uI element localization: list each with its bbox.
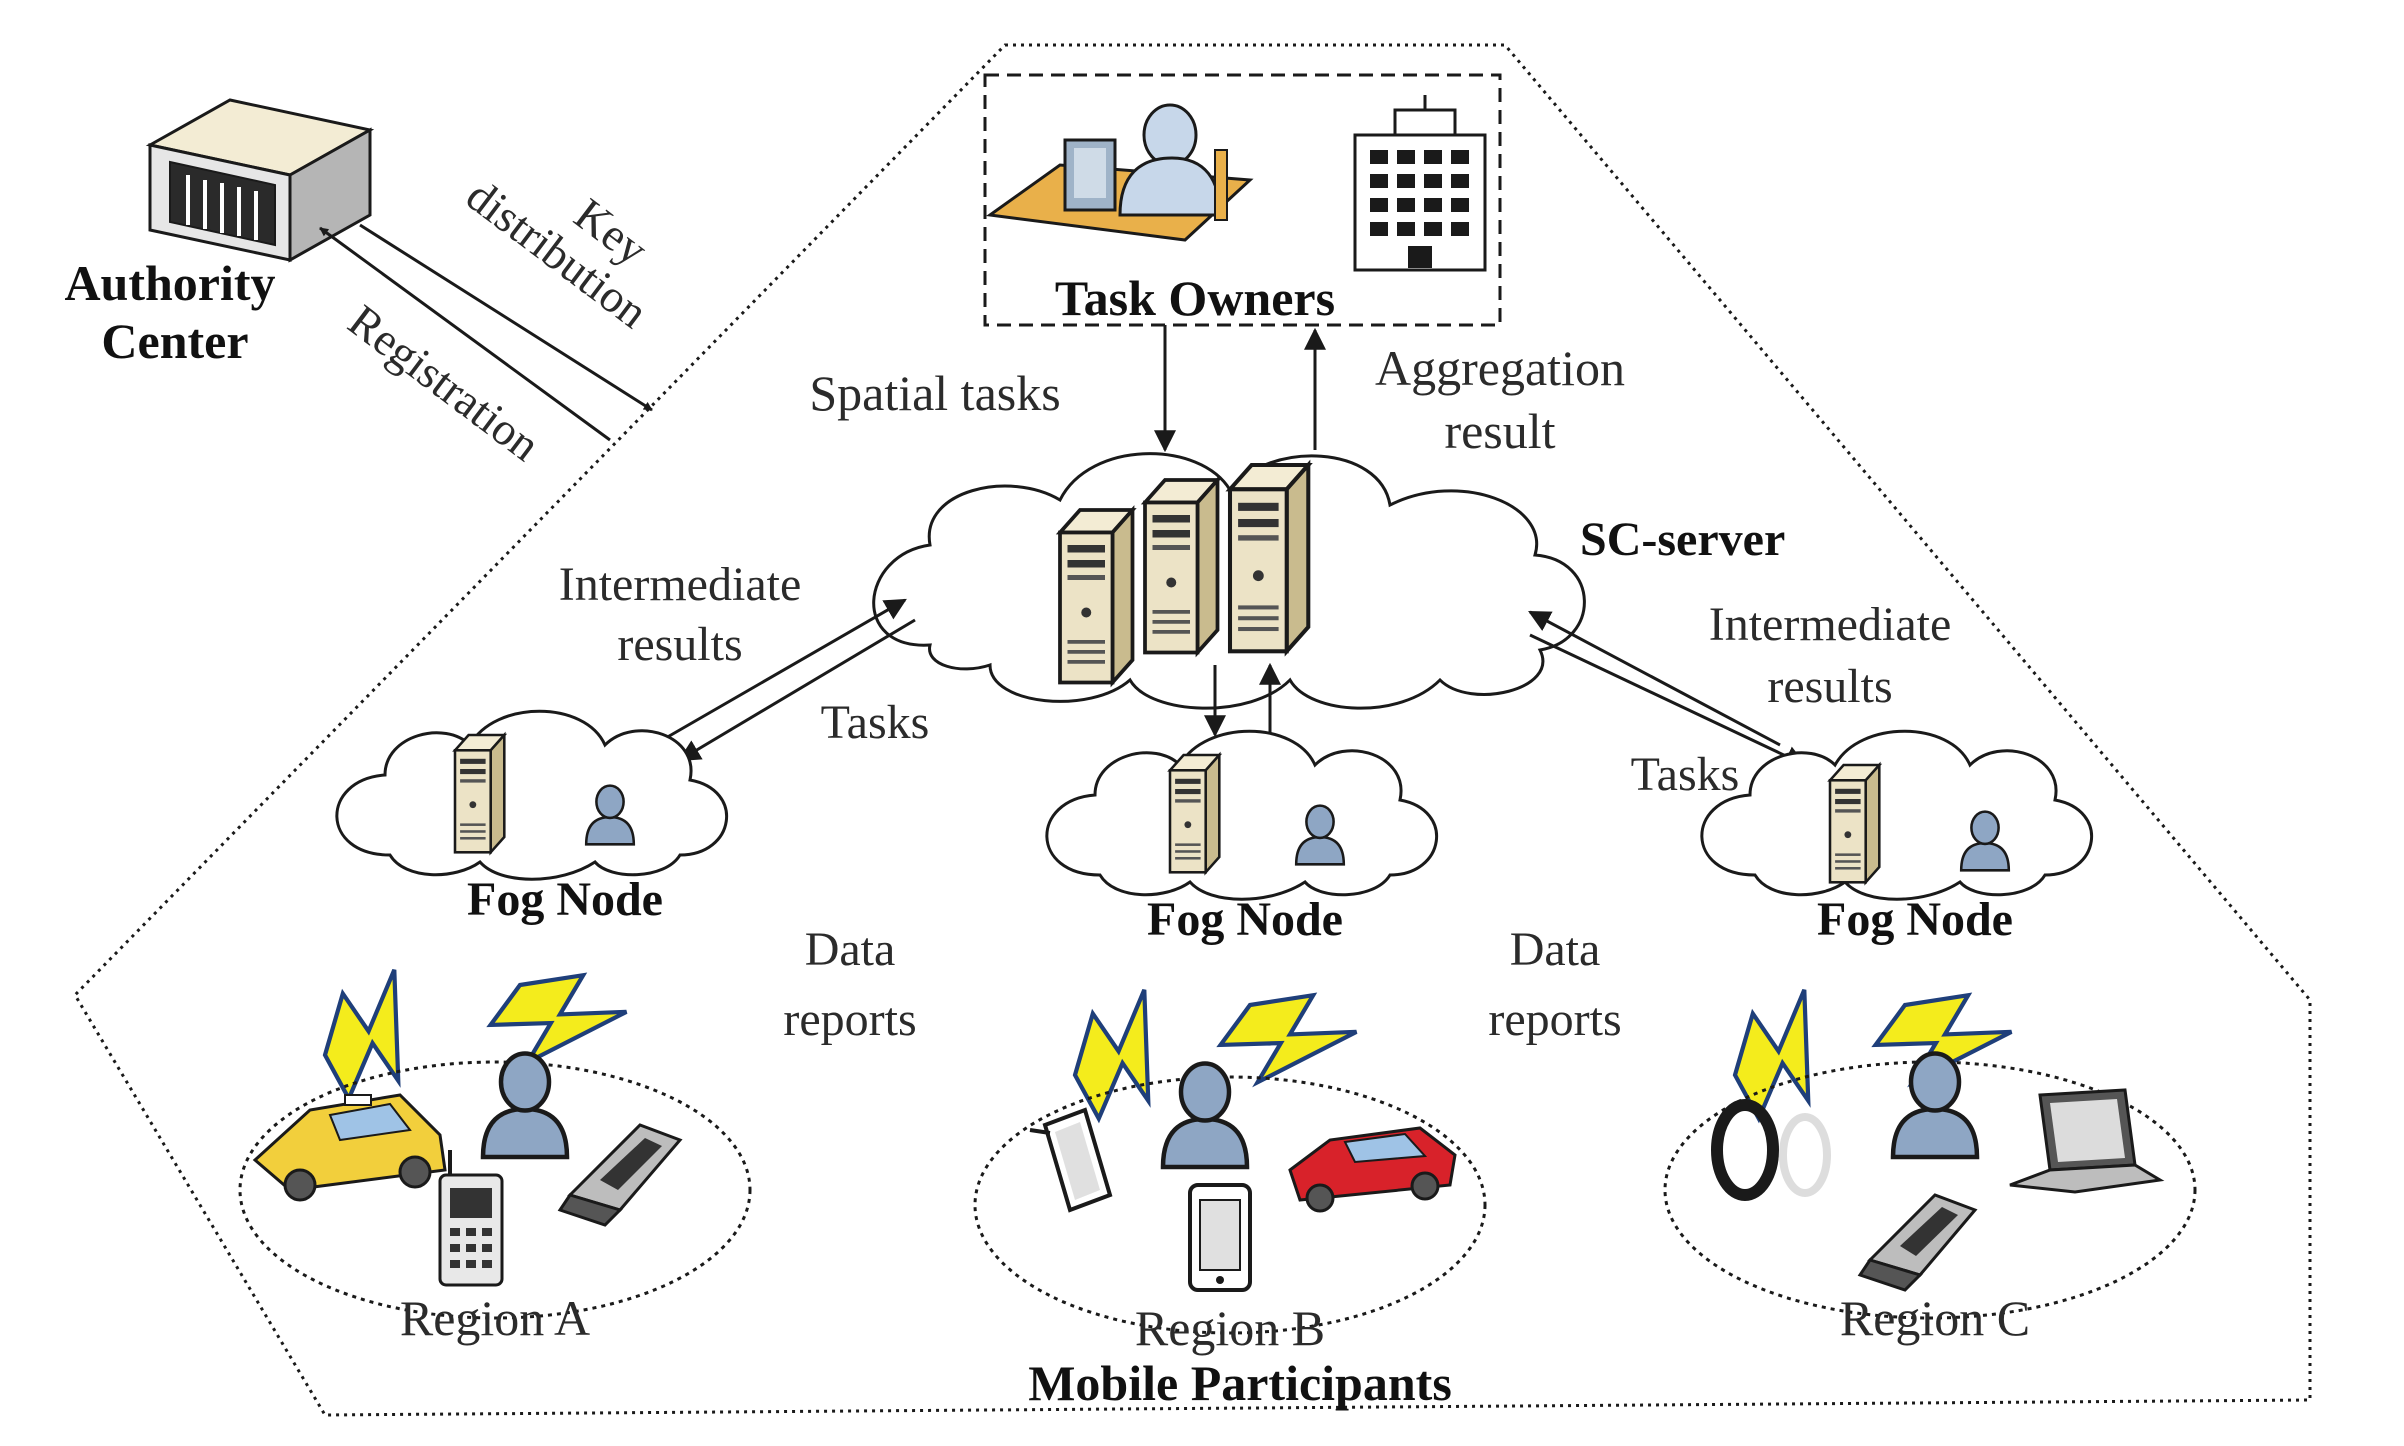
- task-owners-box: [983, 73, 1502, 327]
- registration-arrow: [319, 226, 611, 442]
- mobile-participants-label: Mobile Participants: [1028, 1355, 1452, 1411]
- authority-center-label-line1: Authority: [64, 255, 275, 311]
- fog-node-a-server-icon: [453, 733, 506, 854]
- region-a-label: Region A: [400, 1290, 590, 1346]
- region-b-ellipse: [973, 1075, 1487, 1335]
- task-owners-label: Task Owners: [1055, 270, 1335, 326]
- intermediate-results-right-label-line2: results: [1767, 660, 1892, 713]
- region-b-person-icon: [1163, 1064, 1247, 1168]
- sc-server-label: SC-server: [1580, 513, 1785, 566]
- region-c-label: Region C: [1840, 1290, 2030, 1346]
- aggregation-label: Aggregation: [1375, 340, 1625, 396]
- region-b-smartphone-icon: [1188, 1183, 1252, 1292]
- intermediate-results-left-label-line2: results: [617, 618, 742, 671]
- key-distribution-arrow: [359, 223, 653, 412]
- fog-node-a-label: Fog Node: [467, 873, 663, 926]
- wireless-bolt-b2-icon: [1213, 971, 1363, 1108]
- tasks-left-label: Tasks: [821, 696, 930, 749]
- intermediate-results-right-arrow: [1528, 610, 1781, 747]
- fog-node-c-label: Fog Node: [1817, 893, 2013, 946]
- region-a-phone-icon: [438, 1150, 504, 1287]
- region-a-person-icon: [483, 1054, 567, 1158]
- region-a-taxi-icon: [252, 1093, 447, 1202]
- region-c-smartband-icon: [1711, 1099, 1831, 1201]
- region-a-ellipse: [238, 1060, 752, 1320]
- region-c-ellipse: [1663, 1060, 2197, 1320]
- registration-label: Registration: [339, 295, 549, 471]
- authority-center-server-icon: [145, 98, 375, 263]
- data-reports-2-label-line1: Data: [1510, 923, 1601, 976]
- task-owner-building-icon: [1353, 95, 1487, 272]
- fog-node-c-server-icon: [1828, 763, 1881, 884]
- tasks-left-arrow: [678, 618, 916, 762]
- authority-center-label-line2: Center: [101, 313, 248, 369]
- data-reports-1-label-line2: reports: [783, 993, 916, 1046]
- intermediate-results-right-label-line1: Intermediate: [1709, 598, 1952, 651]
- region-c-person-icon: [1893, 1054, 1977, 1158]
- fog-node-a-cloud: [335, 709, 728, 881]
- intermediate-results-left-label-line1: Intermediate: [559, 558, 802, 611]
- tasks-right-label: Tasks: [1631, 748, 1740, 801]
- region-b-tablet-icon: [1029, 1107, 1113, 1213]
- aggregation-result-label: result: [1444, 403, 1555, 459]
- data-reports-2-label-line2: reports: [1488, 993, 1621, 1046]
- intermediate-results-left-arrow: [644, 598, 907, 752]
- fog-node-b-label: Fog Node: [1147, 893, 1343, 946]
- region-b-label: Region B: [1135, 1300, 1325, 1356]
- fog-node-c-cloud: [1700, 729, 2093, 901]
- region-c-flip-phone-icon: [1857, 1193, 1978, 1292]
- fog-node-b-server-icon: [1168, 753, 1221, 874]
- tasks-right-arrow: [1529, 633, 1807, 767]
- task-owner-desk-icon: [986, 103, 1254, 242]
- region-c-laptop-icon: [2009, 1088, 2165, 1194]
- wireless-bolt-a1-icon: [293, 956, 451, 1114]
- fog-node-b-cloud: [1045, 729, 1438, 901]
- spatial-tasks-label: Spatial tasks: [809, 365, 1060, 421]
- data-reports-1-label-line1: Data: [805, 923, 896, 976]
- region-a-flip-phone-icon: [557, 1123, 683, 1227]
- region-b-red-car-icon: [1288, 1126, 1457, 1213]
- wireless-bolt-b1-icon: [1043, 976, 1201, 1134]
